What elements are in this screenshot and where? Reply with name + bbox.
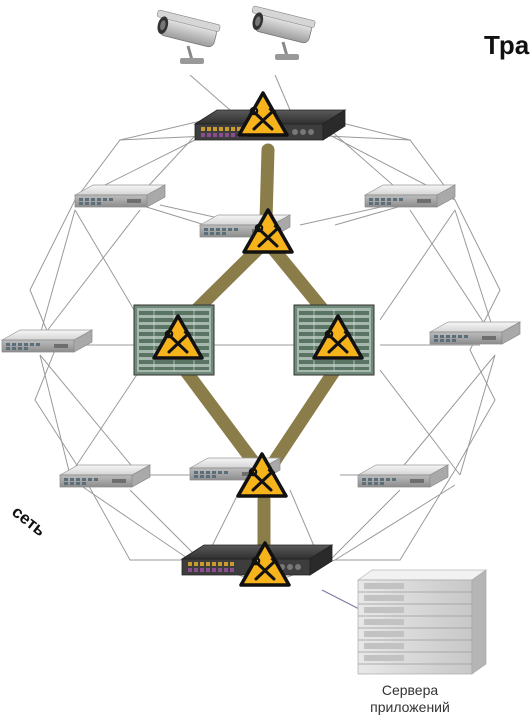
security-camera-icon	[151, 8, 223, 66]
network-switch-icon	[364, 184, 456, 208]
diagram-title: Тра	[484, 30, 530, 60]
network-switch-icon	[357, 464, 449, 488]
security-camera-icon	[246, 4, 318, 62]
servers-label-line2: приложений	[370, 699, 450, 715]
server-rack-icon	[356, 569, 488, 675]
network-switch-icon	[1, 329, 93, 353]
network-switch-icon	[74, 184, 166, 208]
network-switch-icon	[59, 464, 151, 488]
servers-label-line1: Сервера	[381, 682, 439, 698]
network-switch-icon	[429, 321, 521, 345]
servers-label: Сервера приложений	[355, 682, 465, 716]
